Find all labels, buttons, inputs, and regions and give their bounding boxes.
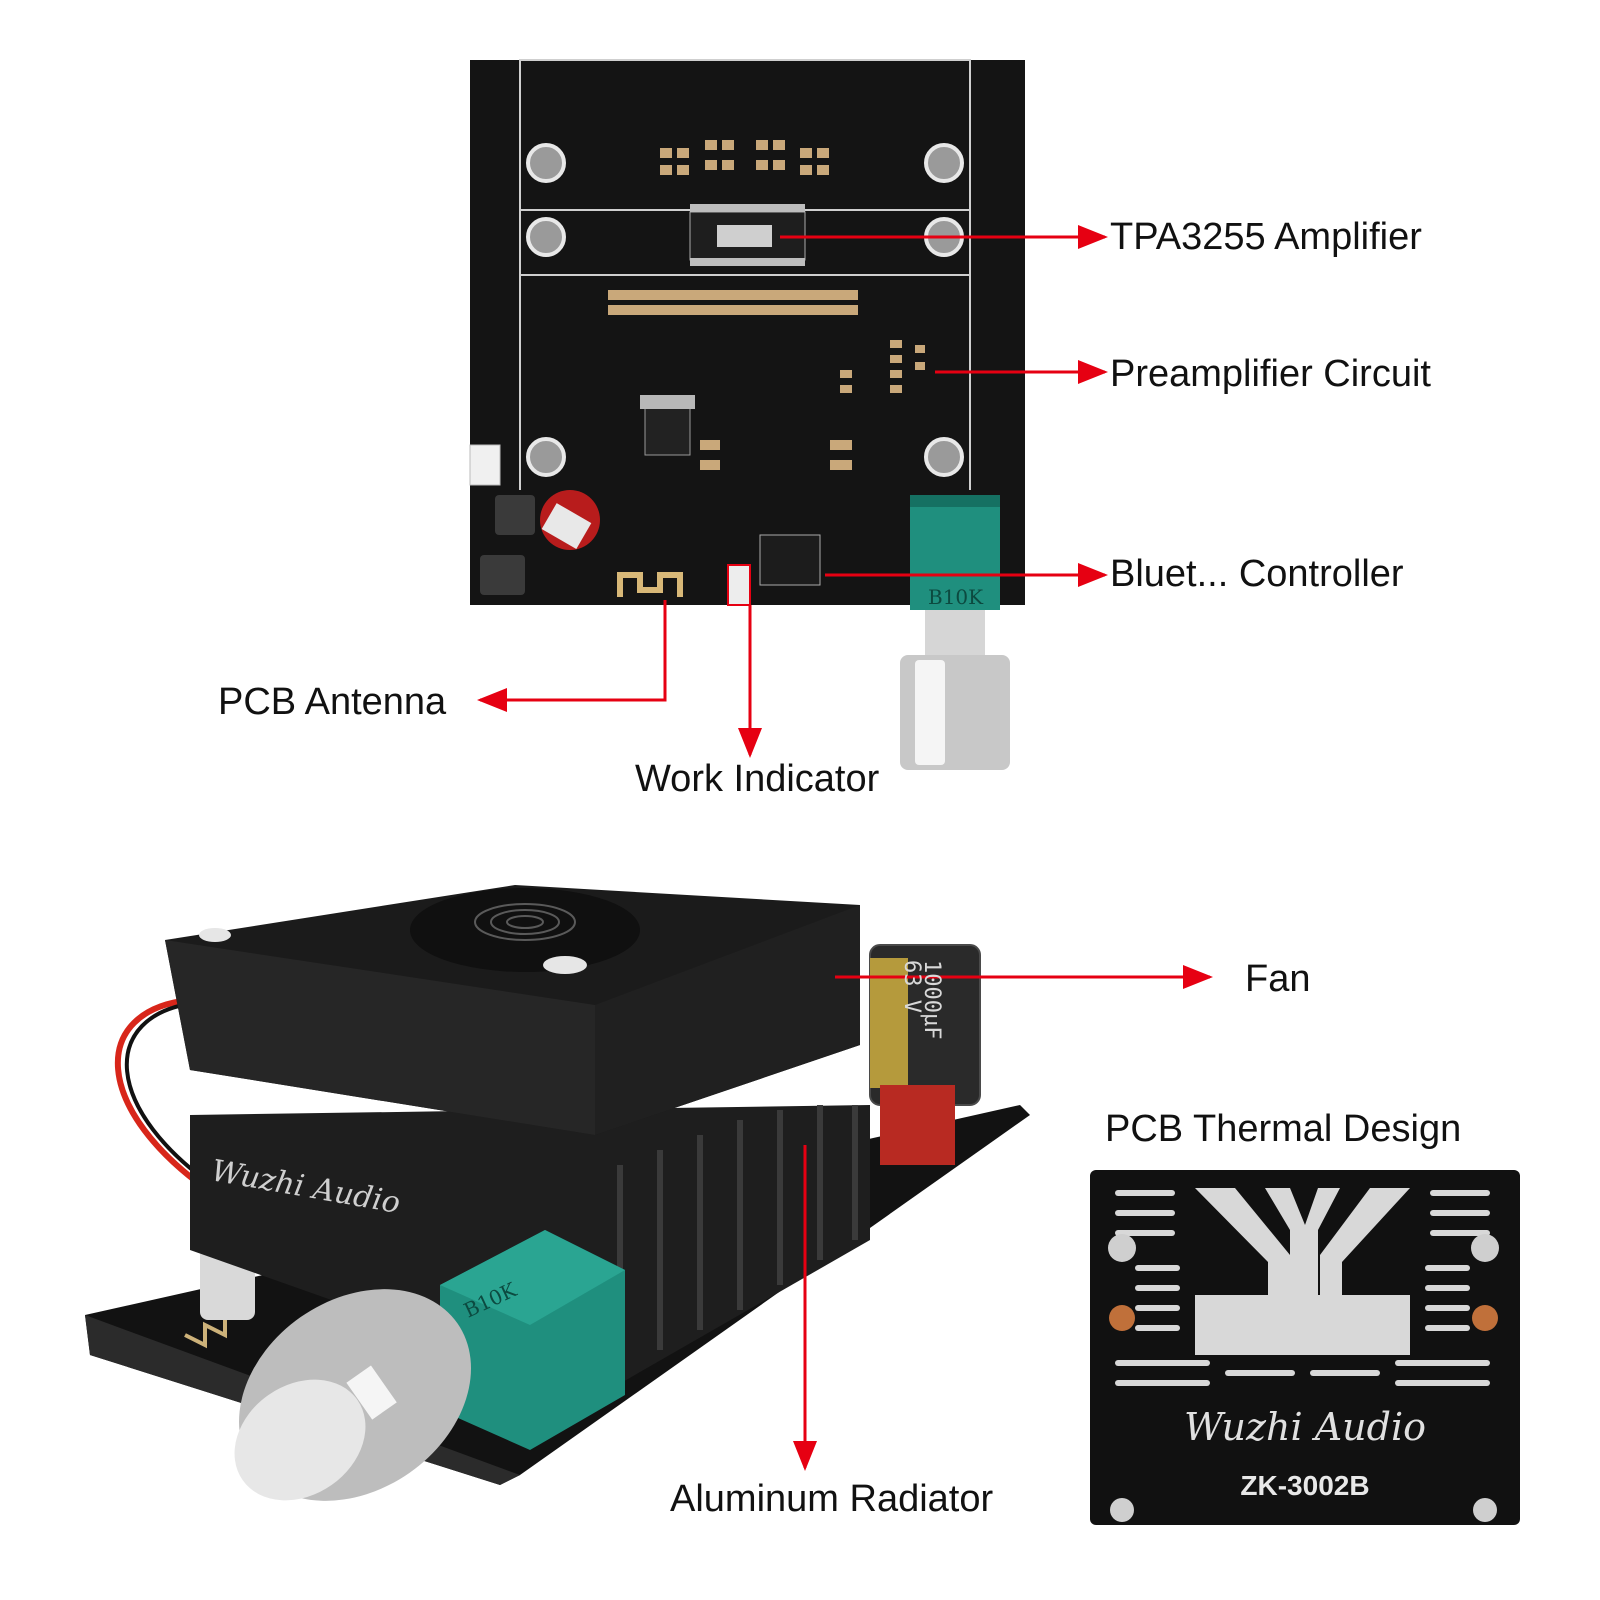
bottom-leader-lines	[793, 965, 1213, 1471]
callout-fan: Fan	[1245, 958, 1311, 1000]
callout-tpa3255-amplifier: TPA3255 Amplifier	[1110, 216, 1422, 258]
callout-preamplifier-circuit: Preamplifier Circuit	[1110, 353, 1431, 395]
callout-pcb-antenna: PCB Antenna	[218, 681, 447, 723]
top-pcb-board	[469, 59, 1025, 770]
capacitor-value: 1000µF	[919, 960, 944, 1039]
top-leader-lines	[477, 225, 1108, 758]
callout-bluetooth-controller: Bluet... Controller	[1110, 553, 1404, 595]
thermal-pcb-inset	[1090, 1170, 1520, 1525]
bottom-board-assembly	[85, 885, 1030, 1501]
thermal-model: ZK-3002B	[1240, 1470, 1369, 1501]
thermal-brand: Wuzhi Audio	[1184, 1405, 1426, 1449]
callout-aluminum-radiator: Aluminum Radiator	[670, 1478, 994, 1520]
top-pot-label: B10K	[928, 585, 984, 609]
callout-pcb-thermal-design: PCB Thermal Design	[1105, 1108, 1462, 1150]
capacitor-voltage: 63 V	[899, 960, 924, 1013]
callout-work-indicator: Work Indicator	[635, 758, 880, 800]
